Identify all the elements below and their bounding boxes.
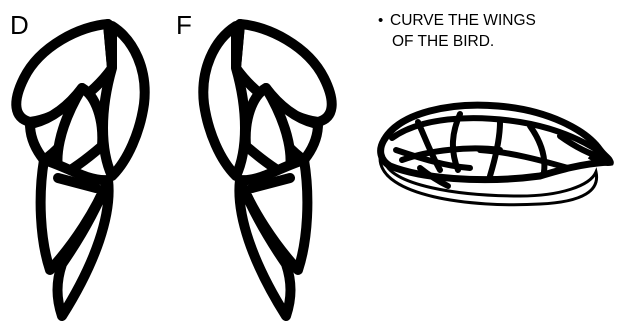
curved-wing [380,105,612,205]
bullet-icon: • [378,10,390,31]
instruction-line-1: •CURVE THE WINGS [378,10,613,31]
wing-f-label: F [176,12,192,38]
wing-f-outer-feather [203,26,245,176]
instruction-line-2: OF THE BIRD. [378,31,613,52]
instruction-line-1-text: CURVE THE WINGS [390,12,536,29]
wing-f [203,24,331,316]
wing-d-label: D [10,12,29,38]
instruction-text: •CURVE THE WINGS OF THE BIRD. [378,10,613,52]
wing-d-outer-feather [103,26,145,176]
wing-d [16,24,144,316]
